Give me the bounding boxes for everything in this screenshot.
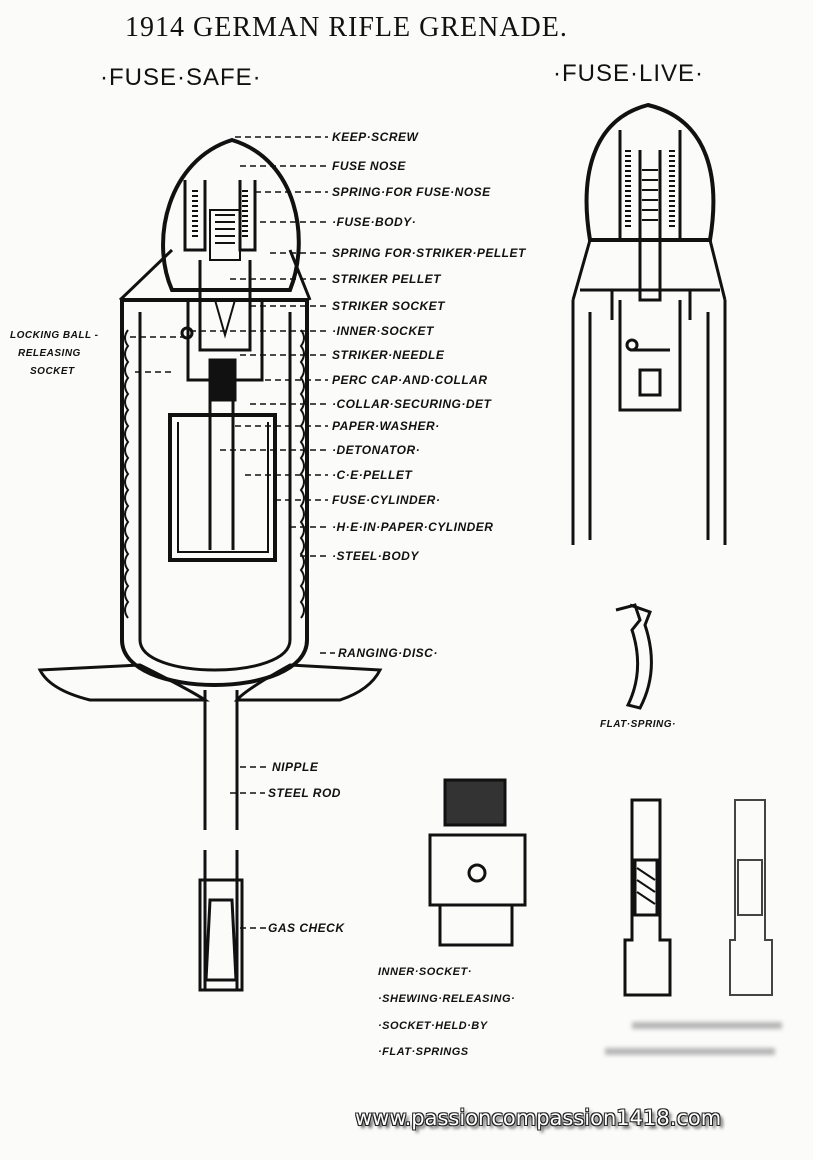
caption-line-2: ·SHEWING·RELEASING·	[378, 993, 516, 1005]
label-socket: SOCKET	[30, 366, 75, 377]
label-fuse-nose: FUSE NOSE	[332, 159, 406, 173]
label-perc-cap: PERC CAP·AND·COLLAR	[332, 373, 488, 387]
flat-spring-drawing	[615, 603, 653, 710]
label-inner-socket: ·INNER·SOCKET	[332, 324, 434, 338]
label-detonator: ·DETONATOR·	[332, 443, 421, 457]
caption-line-1: INNER·SOCKET·	[378, 966, 472, 978]
striker-socket-drawings	[623, 798, 773, 997]
label-striker-needle: STRIKER·NEEDLE	[332, 348, 445, 362]
label-flat-spring: FLAT·SPRING·	[600, 719, 676, 730]
label-fuse-cylinder: FUSE·CYLINDER·	[332, 493, 441, 507]
grenade-live-section	[571, 102, 727, 545]
label-releasing: RELEASING	[18, 348, 81, 359]
diagram-title: 1914 GERMAN RIFLE GRENADE.	[125, 12, 568, 43]
blurred-caption-1	[632, 1022, 782, 1029]
leader-lines	[120, 136, 335, 929]
label-striker-socket: STRIKER SOCKET	[332, 299, 446, 313]
inner-socket-drawing	[428, 778, 527, 947]
label-spring-striker-pellet: SPRING FOR·STRIKER·PELLET	[332, 246, 526, 260]
label-locking-ball: LOCKING BALL -	[10, 330, 99, 341]
label-ce-pellet: ·C·E·PELLET	[332, 468, 413, 482]
label-collar-securing: ·COLLAR·SECURING·DET	[332, 397, 492, 411]
steel-rod-drawing	[198, 690, 244, 992]
label-nipple: NIPPLE	[272, 760, 319, 774]
label-ranging-disc: RANGING·DISC·	[338, 646, 438, 660]
caption-line-4: ·FLAT·SPRINGS	[378, 1046, 469, 1058]
fuse-live-heading: ·FUSE·LIVE·	[553, 60, 705, 87]
fuse-safe-heading: ·FUSE·SAFE·	[100, 64, 262, 91]
label-he-cylinder: ·H·E·IN·PAPER·CYLINDER	[332, 520, 494, 534]
label-steel-rod: STEEL ROD	[268, 786, 341, 800]
label-spring-fuse-nose: SPRING·FOR FUSE·NOSE	[332, 185, 491, 199]
label-paper-washer: PAPER·WASHER·	[332, 419, 440, 433]
label-keep-screw: KEEP·SCREW	[332, 130, 419, 144]
watermark: www.passioncompassion1418.com	[355, 1106, 722, 1130]
label-striker-pellet: STRIKER PELLET	[332, 272, 442, 286]
caption-line-3: ·SOCKET·HELD·BY	[378, 1020, 488, 1032]
label-gas-check: GAS CHECK	[268, 921, 345, 935]
label-steel-body: ·STEEL·BODY	[332, 549, 419, 563]
grenade-safe-section	[118, 137, 312, 687]
label-fuse-body: ·FUSE·BODY·	[332, 215, 417, 229]
blurred-caption-2	[605, 1048, 775, 1055]
